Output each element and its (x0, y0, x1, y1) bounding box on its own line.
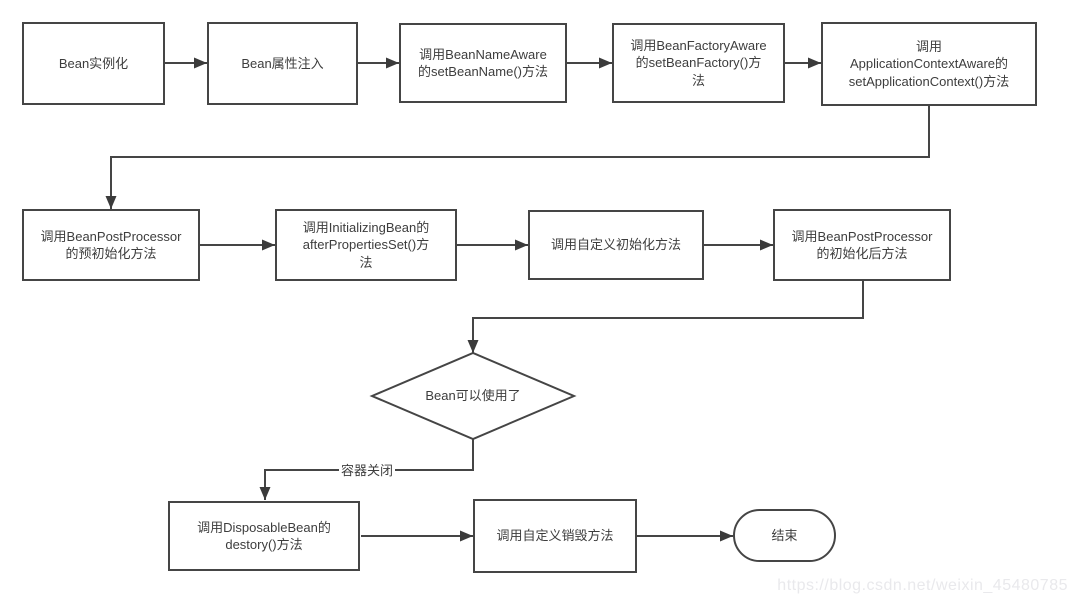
node-label: 调用BeanPostProcessor 的初始化后方法 (791, 228, 933, 261)
node-bean-ready: Bean可以使用了 (393, 381, 553, 411)
watermark: https://blog.csdn.net/weixin_45480785 (777, 577, 1068, 594)
node-label: 调用 ApplicationContextAware的 setApplicati… (848, 39, 1010, 89)
node-post-processor-before: 调用BeanPostProcessor 的预初始化方法 (22, 209, 200, 281)
node-label: 调用BeanPostProcessor 的预初始化方法 (40, 228, 182, 261)
node-bean-instantiate: Bean实例化 (22, 22, 165, 105)
edge-label-container-close: 容器关闭 (339, 462, 396, 479)
node-custom-destroy: 调用自定义销毁方法 (473, 499, 637, 573)
node-property-inject: Bean属性注入 (207, 22, 358, 105)
node-label: 调用InitializingBean的 afterPropertiesSet()… (302, 220, 430, 270)
node-set-bean-name: 调用BeanNameAware 的setBeanName()方法 (399, 23, 567, 103)
decision-diamond-shape (369, 351, 577, 441)
node-label: 调用BeanNameAware 的setBeanName()方法 (417, 46, 549, 79)
node-set-application-context: 调用 ApplicationContextAware的 setApplicati… (821, 22, 1037, 106)
node-label: Bean可以使用了 (425, 388, 521, 404)
node-label: 调用BeanFactoryAware 的setBeanFactory()方 法 (630, 38, 767, 88)
node-post-processor-after: 调用BeanPostProcessor 的初始化后方法 (773, 209, 951, 281)
node-end: 结束 (733, 509, 836, 562)
node-after-properties-set: 调用InitializingBean的 afterPropertiesSet()… (275, 209, 457, 281)
edge-postinit-to-ready (467, 281, 864, 353)
node-set-bean-factory: 调用BeanFactoryAware 的setBeanFactory()方 法 (612, 23, 785, 103)
edge-appcontext-to-preinit (105, 106, 930, 209)
node-label: Bean实例化 (58, 55, 129, 71)
node-disposable-destroy: 调用DisposableBean的 destory()方法 (168, 501, 360, 571)
node-custom-init: 调用自定义初始化方法 (528, 210, 704, 280)
node-label: 调用自定义销毁方法 (496, 528, 614, 544)
node-label: 调用DisposableBean的 destory()方法 (197, 519, 331, 552)
node-label: 结束 (771, 527, 798, 543)
node-label: Bean属性注入 (241, 55, 324, 71)
node-label: 调用自定义初始化方法 (550, 237, 681, 253)
